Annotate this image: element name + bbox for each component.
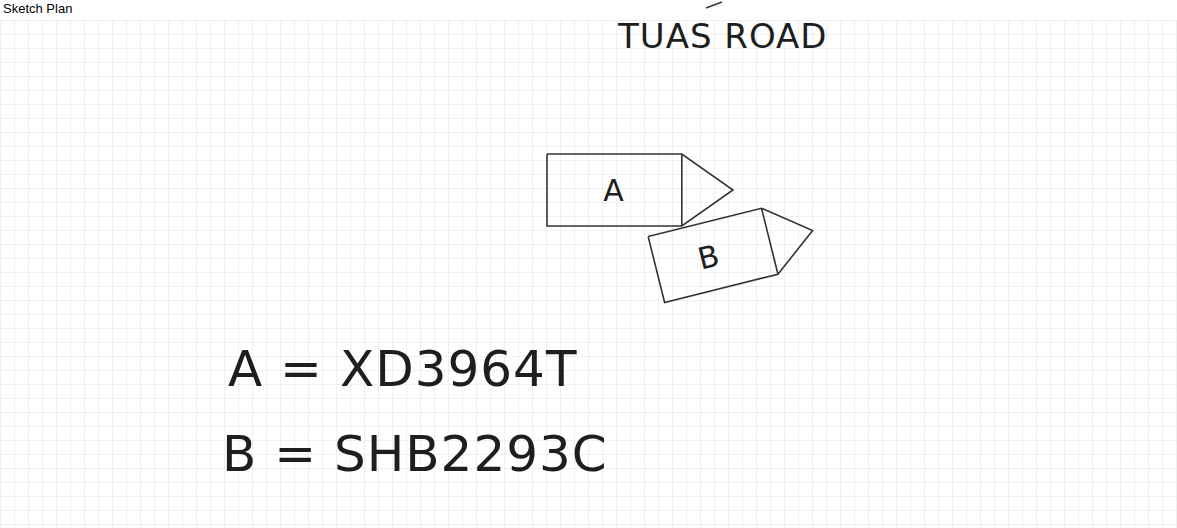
vehicle-front-line xyxy=(761,208,777,274)
road-name: TUAS ROAD xyxy=(618,16,828,56)
vehicle-body xyxy=(547,154,733,226)
vehicle-shape: A xyxy=(545,152,735,228)
vehicle-letter: A xyxy=(603,173,624,208)
vehicle-plate: B = SHB2293C xyxy=(222,425,608,483)
grid-area xyxy=(0,20,1177,528)
vehicle-letter: B xyxy=(694,237,722,276)
vehicle-plate: A = XD3964T xyxy=(228,340,577,398)
vehicle-front-line xyxy=(681,154,683,226)
vehicle-body xyxy=(648,198,821,303)
direction-mark xyxy=(706,2,722,8)
sheet-title: Sketch Plan xyxy=(3,1,72,16)
vehicle-outline xyxy=(545,152,735,228)
